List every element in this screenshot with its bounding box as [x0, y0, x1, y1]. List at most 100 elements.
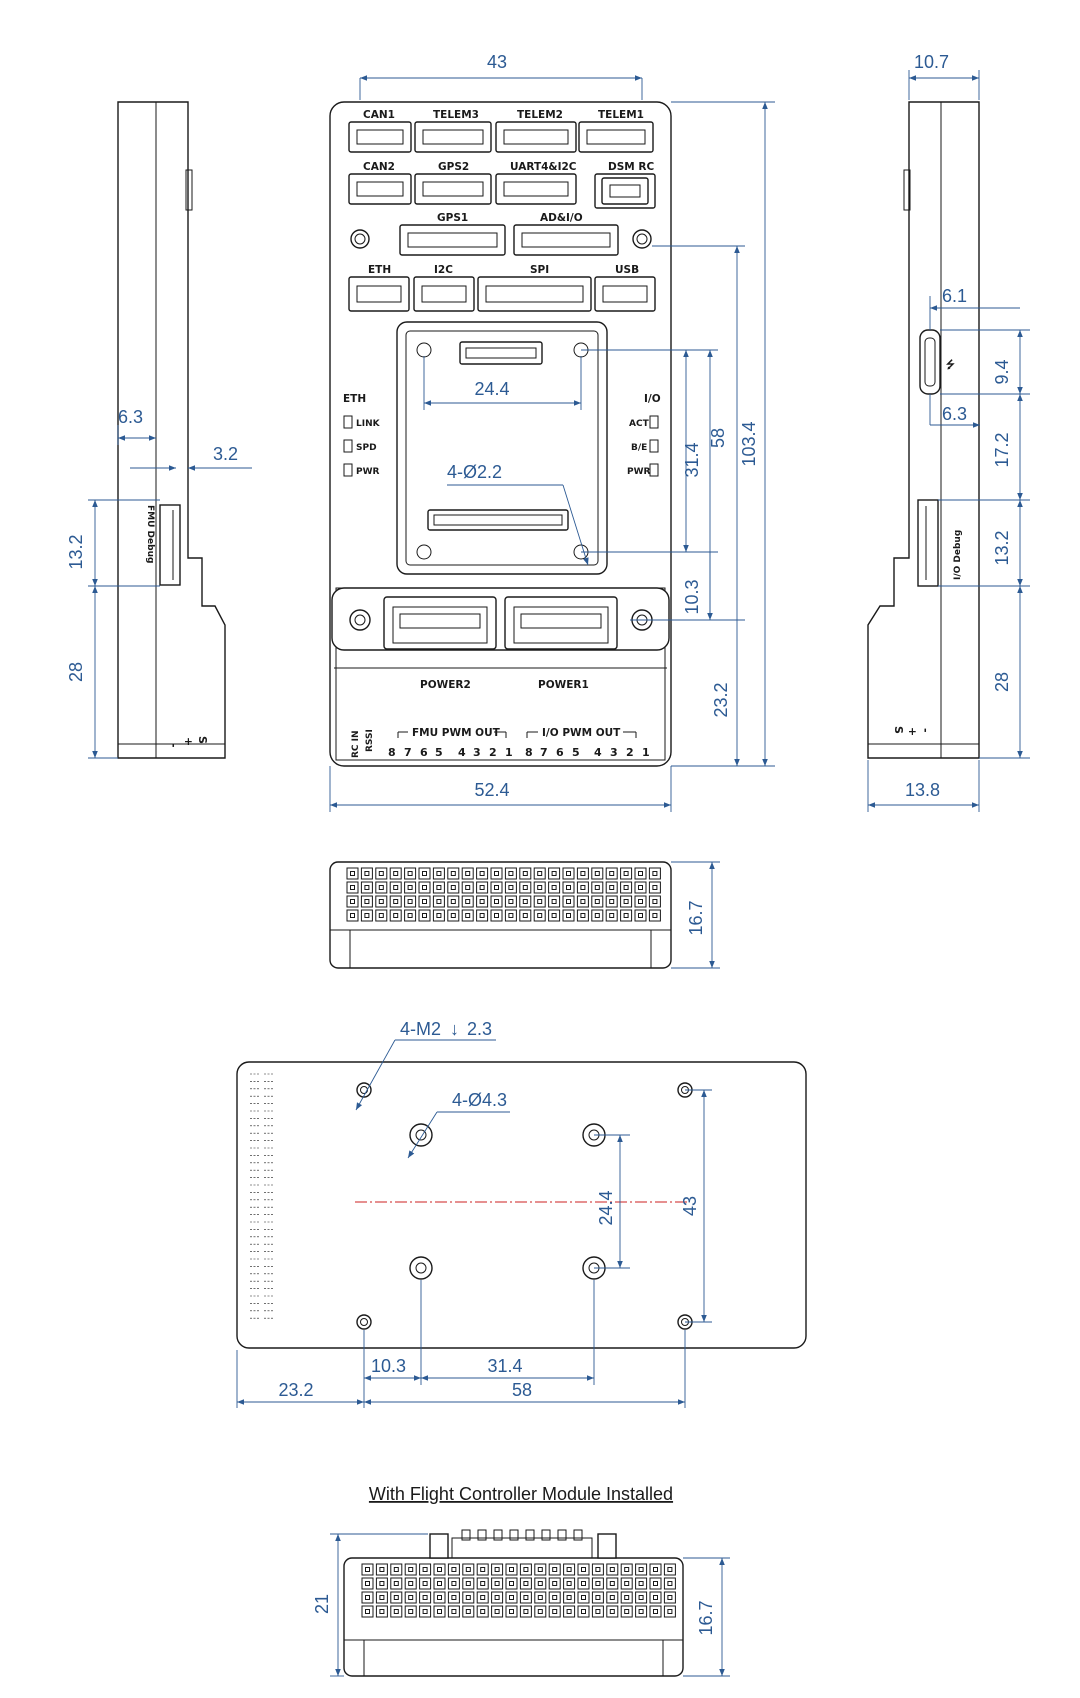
pin-hole — [465, 1567, 471, 1572]
pin-cell — [419, 1591, 432, 1604]
pin-hole — [393, 1581, 399, 1586]
label-telem1: TELEM1 — [598, 109, 644, 121]
pin-hole — [638, 1567, 644, 1572]
pin-hole — [652, 871, 658, 876]
pin-cell — [548, 909, 561, 922]
pin-cell — [505, 1577, 518, 1590]
pin-hole — [450, 913, 456, 918]
label-uart4-i2c: UART4&I2C — [510, 161, 577, 173]
pin-cell — [620, 1563, 633, 1576]
pin-cell — [447, 1577, 460, 1590]
pin-hole — [465, 913, 471, 918]
caption-module-installed: With Flight Controller Module Installed — [369, 1484, 673, 1504]
pin-hole — [551, 913, 557, 918]
led-io-title: I/O — [644, 393, 661, 405]
pin-cell — [620, 881, 633, 894]
pwm-io-1: 1 — [642, 746, 650, 759]
pin-cell — [649, 1605, 662, 1618]
connector-gps2 — [414, 173, 492, 205]
pin-hole — [522, 871, 528, 876]
pin-cell — [577, 1605, 590, 1618]
pin-hole — [479, 871, 485, 876]
pin-cell — [548, 881, 561, 894]
pin-hole — [365, 1609, 370, 1614]
pin-cell — [519, 1591, 532, 1604]
pin-cell — [432, 867, 445, 880]
pin-cell — [504, 881, 517, 894]
pin-hole — [422, 913, 427, 918]
pin-hole — [667, 1595, 673, 1600]
pin-hole — [594, 871, 600, 876]
connector-power2 — [383, 596, 497, 650]
pin-cell — [605, 909, 618, 922]
pin-hole — [509, 1581, 514, 1586]
pin-hole — [494, 899, 499, 904]
pin-cell — [404, 1577, 417, 1590]
pwm-io-5: 5 — [572, 746, 580, 759]
pin-hole — [378, 899, 384, 904]
pin-cell — [419, 1577, 432, 1590]
pin-hole — [364, 885, 370, 890]
dim-end-16-7: 16.7 — [686, 900, 706, 935]
usb-icon: ⭍ — [946, 358, 956, 371]
dim-height-10-3: 10.3 — [682, 579, 702, 614]
pin-cell — [562, 895, 575, 908]
pin-hole — [566, 1581, 572, 1586]
pwm-fmu-8: 8 — [388, 746, 396, 759]
pin-hole — [480, 1609, 486, 1614]
pin-cell — [591, 867, 604, 880]
pin-cell — [548, 1577, 561, 1590]
pin-hole — [652, 913, 658, 918]
pin-cell — [432, 909, 445, 922]
pin-hole — [580, 871, 586, 876]
pin-hole — [537, 899, 543, 904]
pin-hole — [522, 899, 528, 904]
pin-hole — [623, 913, 629, 918]
module-tooth — [525, 1529, 535, 1541]
pin-cell — [447, 881, 460, 894]
pin-cell — [576, 895, 589, 908]
dim-hole-24-4: 24.4 — [474, 379, 509, 399]
pin-cell — [649, 1591, 662, 1604]
pwr-plus-right-label: + — [906, 727, 919, 736]
pin-cell — [491, 1591, 504, 1604]
module-tooth — [493, 1529, 503, 1541]
dim-height-58: 58 — [708, 428, 728, 448]
pin-hole — [494, 1567, 500, 1572]
led-act-label: ACT — [629, 419, 650, 429]
pin-hole — [508, 871, 514, 876]
pin-hole — [522, 885, 528, 890]
pin-cell — [635, 1605, 648, 1618]
pwm-rcin-label: RC IN — [351, 730, 361, 758]
pin-cell — [563, 1591, 576, 1604]
pin-hole — [581, 1567, 586, 1572]
pwm-fmu-1: 1 — [505, 746, 513, 759]
label-usb: USB — [615, 264, 639, 276]
pin-hole — [638, 1609, 644, 1614]
pin-hole — [408, 1595, 414, 1600]
dim-module-21: 21 — [312, 1594, 332, 1614]
pin-cell — [648, 867, 661, 880]
pin-hole — [594, 913, 600, 918]
mount-screw-tr — [632, 229, 652, 249]
pin-cell — [375, 1605, 388, 1618]
pin-hole — [566, 1609, 572, 1614]
pin-hole — [407, 913, 413, 918]
pin-cell — [461, 909, 474, 922]
pin-cell — [635, 1591, 648, 1604]
pin-cell — [433, 1591, 446, 1604]
module-tooth — [509, 1529, 519, 1541]
io-debug-label: I/O Debug — [953, 530, 963, 580]
pin-cell — [577, 1563, 590, 1576]
pin-hole — [465, 1581, 471, 1586]
pin-hole — [407, 899, 413, 904]
connector-telem1 — [578, 121, 654, 153]
pin-hole — [537, 885, 543, 890]
pwm-io-6: 6 — [556, 746, 564, 759]
pin-cell — [504, 895, 517, 908]
pin-cell — [620, 1577, 633, 1590]
pin-hole — [638, 1595, 644, 1600]
pin-hole — [422, 1567, 428, 1572]
pin-cell — [375, 867, 388, 880]
pwr-plus-label: + — [182, 737, 195, 746]
